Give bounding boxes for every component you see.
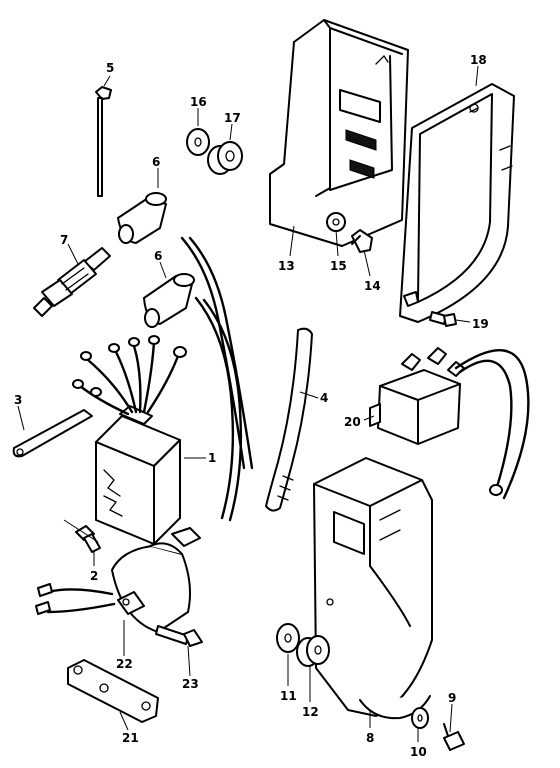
part-16-washer bbox=[186, 128, 210, 156]
part-7-spark-plug bbox=[33, 247, 111, 317]
part-6-plug-cap-lower bbox=[143, 273, 243, 522]
callout-12: 12 bbox=[302, 705, 319, 719]
callout-8: 8 bbox=[366, 731, 374, 745]
callout-labels: 5 6 6 7 16 17 18 13 15 14 19 4 20 3 1 2 … bbox=[14, 53, 489, 759]
leader-lines bbox=[17, 65, 479, 742]
callout-21: 21 bbox=[122, 731, 139, 745]
part-21-bracket bbox=[67, 659, 159, 723]
callout-22: 22 bbox=[116, 657, 133, 671]
part-22-ignition-coil bbox=[35, 527, 201, 633]
part-17-grommet bbox=[207, 141, 243, 175]
callout-9: 9 bbox=[448, 691, 456, 705]
callout-19: 19 bbox=[472, 317, 489, 331]
callout-18: 18 bbox=[470, 53, 487, 67]
part-3-stay bbox=[12, 409, 93, 458]
part-9-bolt bbox=[443, 723, 465, 751]
part-2-bolt bbox=[63, 519, 101, 553]
callout-5: 5 bbox=[106, 61, 114, 75]
part-10-washer bbox=[411, 707, 429, 729]
callout-6-upper: 6 bbox=[152, 155, 160, 169]
callout-16: 16 bbox=[190, 95, 207, 109]
part-18-cover bbox=[399, 83, 515, 323]
part-15-washer bbox=[326, 212, 346, 232]
callout-13: 13 bbox=[278, 259, 295, 273]
part-4-tube bbox=[265, 327, 313, 512]
callout-17: 17 bbox=[224, 111, 241, 125]
callout-7: 7 bbox=[60, 233, 68, 247]
part-5-wire-clamp bbox=[95, 86, 112, 197]
callout-20: 20 bbox=[344, 415, 361, 429]
part-11-washer bbox=[276, 623, 300, 653]
part-23-bolt bbox=[155, 625, 203, 647]
part-12-grommet bbox=[296, 635, 330, 667]
callout-6-lower: 6 bbox=[154, 249, 162, 263]
callout-10: 10 bbox=[410, 745, 427, 759]
callout-3: 3 bbox=[14, 393, 22, 407]
part-13-parts-holder bbox=[269, 19, 409, 247]
wire-terminals bbox=[72, 335, 187, 397]
callout-23: 23 bbox=[182, 677, 199, 691]
part-14-bolt bbox=[351, 229, 373, 253]
callout-2: 2 bbox=[90, 569, 98, 583]
part-8-box bbox=[313, 457, 433, 720]
callout-11: 11 bbox=[280, 689, 297, 703]
part-19-screw bbox=[429, 311, 457, 327]
part-20-starter-relay bbox=[369, 347, 530, 500]
callout-15: 15 bbox=[330, 259, 347, 273]
callout-14: 14 bbox=[364, 279, 381, 293]
callout-1: 1 bbox=[208, 451, 216, 465]
part-1-cdi-unit bbox=[72, 335, 187, 545]
callout-4: 4 bbox=[320, 391, 328, 405]
